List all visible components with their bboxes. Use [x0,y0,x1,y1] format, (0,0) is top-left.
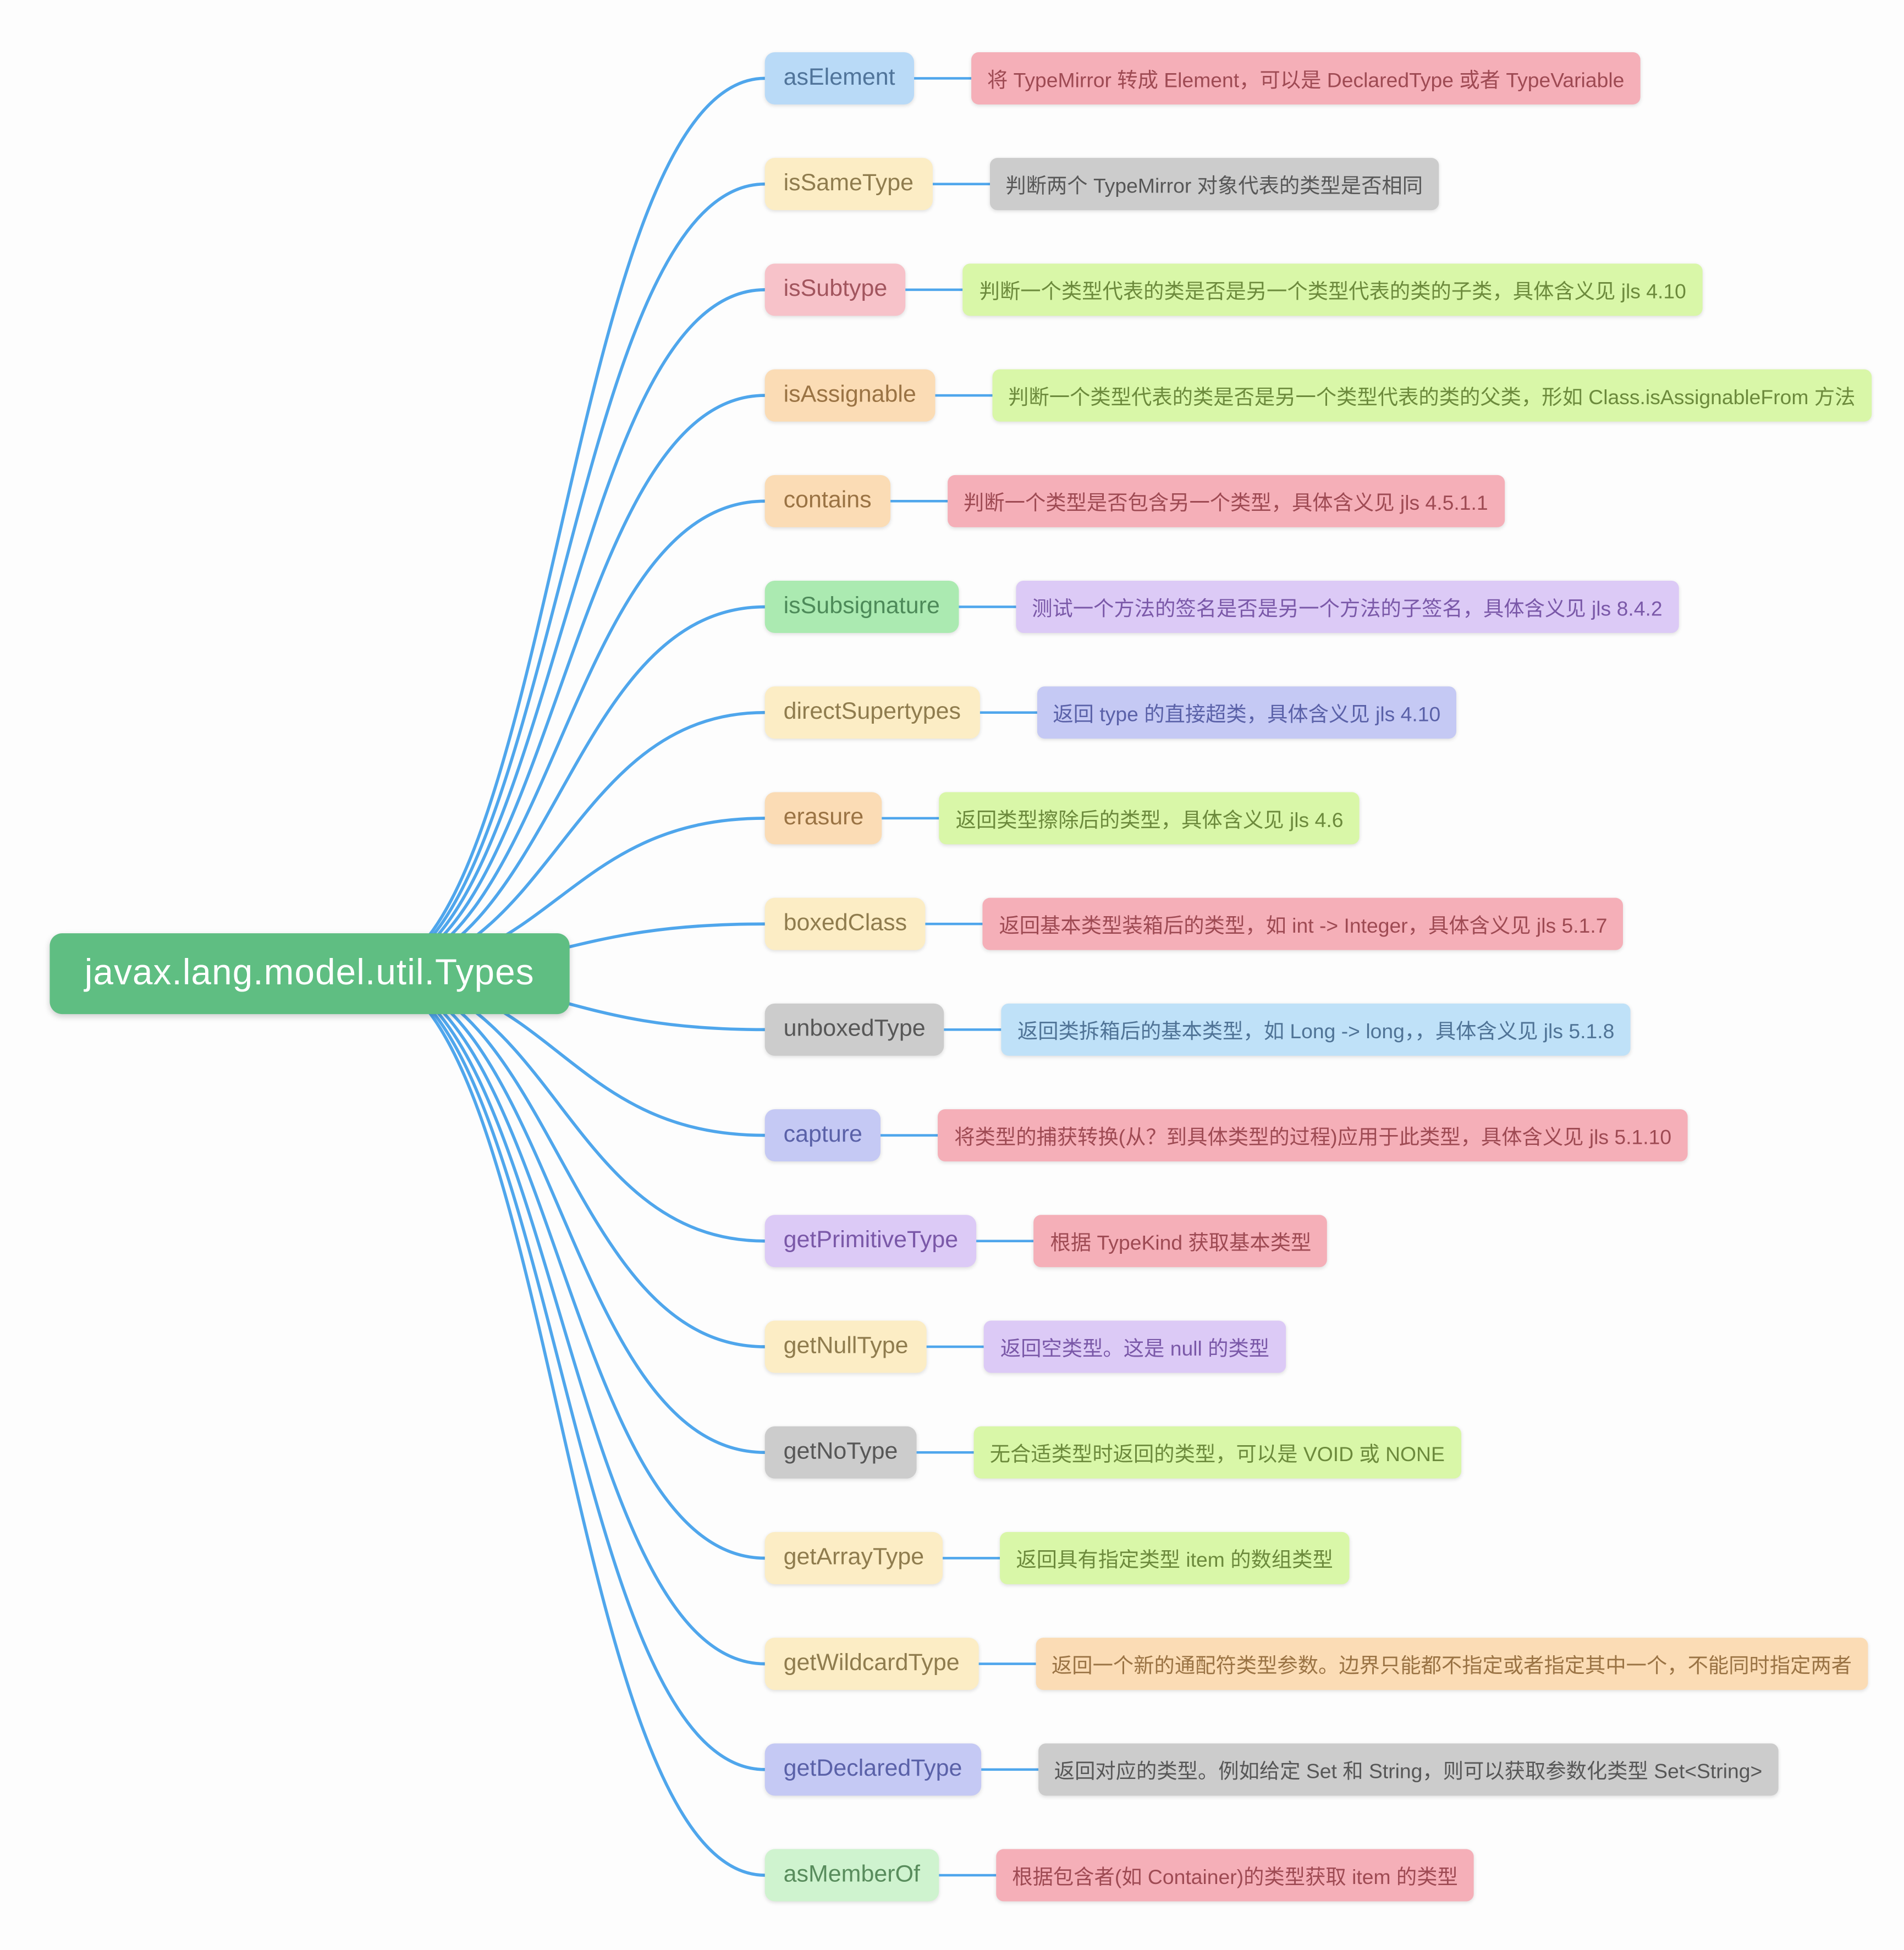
method-node-capture[interactable]: capture [764,1109,881,1162]
branch-row: erasure 返回类型擦除后的类型，具体含义见 jls 4.6 [764,792,1360,845]
branch-row: isAssignable 判断一个类型代表的类是否是另一个类型代表的类的父类，形如… [764,369,1872,422]
description-node-asElement[interactable]: 将 TypeMirror 转成 Element，可以是 DeclaredType… [971,52,1641,104]
method-node-getNullType[interactable]: getNullType [764,1320,927,1373]
branch-row: getPrimitiveType 根据 TypeKind 获取基本类型 [764,1215,1328,1268]
description-node-getNullType[interactable]: 返回空类型。这是 null 的类型 [984,1320,1286,1373]
branch-desc-connector [932,182,989,186]
branch-desc-connector [977,1239,1034,1243]
method-node-getWildcardType[interactable]: getWildcardType [764,1638,978,1690]
method-node-asElement[interactable]: asElement [764,52,914,104]
branch-row: getWildcardType 返回一个新的通配符类型参数。边界只能都不指定或者指… [764,1638,1868,1690]
branch-curve [365,972,767,1771]
branch-curve [365,972,767,1560]
branch-curve [365,972,767,1666]
branch-desc-connector [926,922,983,926]
description-node-contains[interactable]: 判断一个类型是否包含另一个类型，具体含义见 jls 4.5.1.1 [947,475,1505,527]
branch-desc-connector [943,1556,1000,1560]
description-node-isAssignable[interactable]: 判断一个类型代表的类是否是另一个类型代表的类的父类，形如 Class.isAss… [992,369,1872,422]
branch-row: getDeclaredType 返回对应的类型。例如给定 Set 和 String… [764,1743,1779,1796]
branch-row: getArrayType 返回具有指定类型 item 的数组类型 [764,1532,1350,1584]
description-node-capture[interactable]: 将类型的捕获转换(从？到具体类型的过程)应用于此类型，具体含义见 jls 5.1… [938,1109,1688,1162]
branch-row: isSubtype 判断一个类型代表的类是否是另一个类型代表的类的子类，具体含义见… [764,263,1703,316]
description-node-erasure[interactable]: 返回类型擦除后的类型，具体含义见 jls 4.6 [939,792,1360,845]
description-node-getArrayType[interactable]: 返回具有指定类型 item 的数组类型 [1000,1532,1350,1584]
method-node-getDeclaredType[interactable]: getDeclaredType [764,1743,981,1796]
branch-desc-connector [916,1451,974,1455]
branch-curve [365,499,767,976]
branch-desc-connector [938,1874,996,1877]
branch-row: boxedClass 返回基本类型装箱后的类型，如 int -> Integer，… [764,897,1624,950]
method-node-erasure[interactable]: erasure [764,792,883,845]
branch-desc-connector [934,394,992,397]
branch-row: isSubsignature 测试一个方法的签名是否是另一个方法的子签名，具体含义… [764,581,1679,634]
branch-row: contains 判断一个类型是否包含另一个类型，具体含义见 jls 4.5.1.… [764,475,1505,527]
branch-curve [365,972,767,1348]
method-node-getPrimitiveType[interactable]: getPrimitiveType [764,1215,977,1268]
description-node-directSupertypes[interactable]: 返回 type 的直接超类，具体含义见 jls 4.10 [1036,686,1457,739]
branch-curve [365,76,767,976]
method-node-isSubtype[interactable]: isSubtype [764,263,906,316]
method-node-getNoType[interactable]: getNoType [764,1426,917,1479]
method-node-asMemberOf[interactable]: asMemberOf [764,1849,939,1902]
branch-row: capture 将类型的捕获转换(从？到具体类型的过程)应用于此类型，具体含义见 … [764,1109,1688,1162]
branch-desc-connector [944,1028,1001,1032]
description-node-getPrimitiveType[interactable]: 根据 TypeKind 获取基本类型 [1034,1215,1328,1268]
branch-desc-connector [981,1768,1038,1771]
description-node-isSubtype[interactable]: 判断一个类型代表的类是否是另一个类型代表的类的子类，具体含义见 jls 4.10 [963,263,1703,316]
branch-row: getNullType 返回空类型。这是 null 的类型 [764,1320,1286,1373]
branch-desc-connector [906,288,964,291]
branch-curve [365,394,767,976]
method-node-isSameType[interactable]: isSameType [764,158,932,211]
branch-desc-connector [978,1662,1036,1666]
method-node-directSupertypes[interactable]: directSupertypes [764,686,979,739]
description-node-getWildcardType[interactable]: 返回一个新的通配符类型参数。边界只能都不指定或者指定其中一个，不能同时指定两者 [1035,1638,1868,1690]
branch-row: directSupertypes 返回 type 的直接超类，具体含义见 jls … [764,686,1457,739]
branch-curve [365,605,767,976]
branch-curve [365,182,767,976]
method-node-contains[interactable]: contains [764,475,890,527]
branch-desc-connector [881,1133,938,1137]
branch-row: asMemberOf 根据包含者(如 Container)的类型获取 item 的… [764,1849,1474,1902]
branch-row: unboxedType 返回类拆箱后的基本类型，如 Long -> long，，具… [764,1003,1631,1056]
method-node-boxedClass[interactable]: boxedClass [764,897,926,950]
description-node-getNoType[interactable]: 无合适类型时返回的类型，可以是 VOID 或 NONE [973,1426,1461,1479]
description-node-boxedClass[interactable]: 返回基本类型装箱后的类型，如 int -> Integer，具体含义见 jls … [983,897,1624,950]
branch-row: asElement 将 TypeMirror 转成 Element，可以是 Dec… [764,52,1641,104]
branch-desc-connector [979,710,1037,714]
description-node-isSubsignature[interactable]: 测试一个方法的签名是否是另一个方法的子签名，具体含义见 jls 8.4.2 [1015,581,1679,634]
branch-curve [365,288,767,976]
branch-desc-connector [890,499,948,503]
method-node-isAssignable[interactable]: isAssignable [764,369,935,422]
root-node[interactable]: javax.lang.model.util.Types [49,933,569,1015]
method-node-getArrayType[interactable]: getArrayType [764,1532,943,1584]
branch-row: isSameType 判断两个 TypeMirror 对象代表的类型是否相同 [764,158,1439,211]
description-node-asMemberOf[interactable]: 根据包含者(如 Container)的类型获取 item 的类型 [995,1849,1474,1902]
branch-curve [365,972,767,1877]
branch-desc-connector [882,817,940,820]
description-node-getDeclaredType[interactable]: 返回对应的类型。例如给定 Set 和 String，则可以获取参数化类型 Set… [1038,1743,1779,1796]
method-node-unboxedType[interactable]: unboxedType [764,1003,944,1056]
branch-desc-connector [914,76,971,80]
branch-desc-connector [927,1345,984,1348]
branch-desc-connector [958,605,1016,609]
description-node-unboxedType[interactable]: 返回类拆箱后的基本类型，如 Long -> long，，具体含义见 jls 5.… [1001,1003,1631,1056]
branch-curve [365,972,767,1455]
description-node-isSameType[interactable]: 判断两个 TypeMirror 对象代表的类型是否相同 [989,158,1439,211]
branch-row: getNoType 无合适类型时返回的类型，可以是 VOID 或 NONE [764,1426,1461,1479]
method-node-isSubsignature[interactable]: isSubsignature [764,581,959,634]
